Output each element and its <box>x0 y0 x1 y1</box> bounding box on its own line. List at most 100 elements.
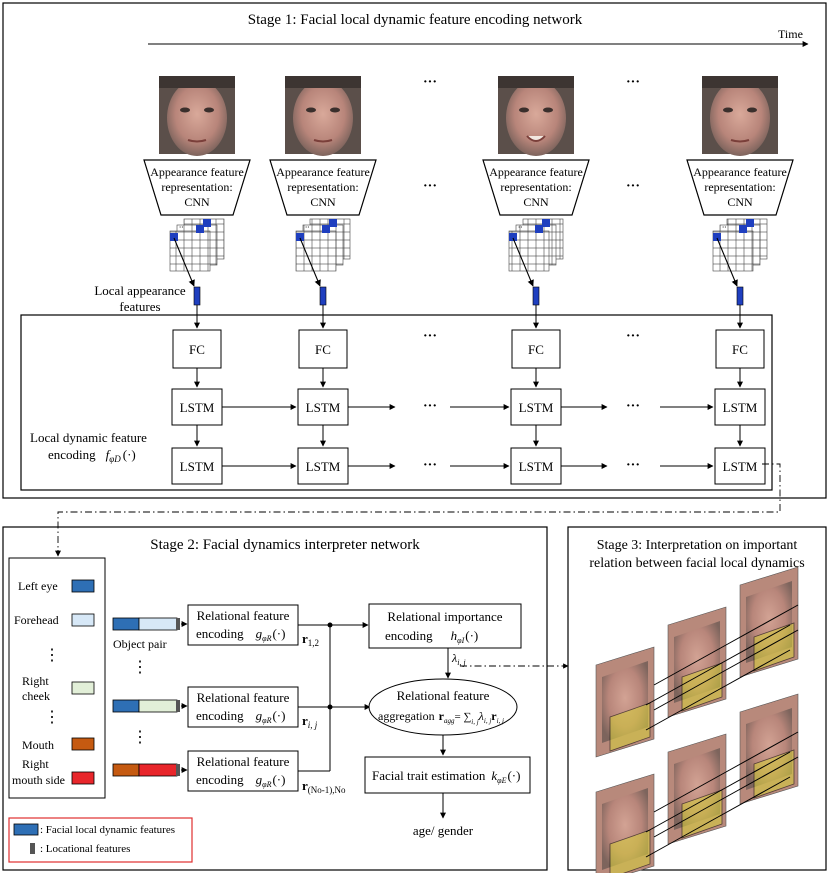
relation-line <box>653 669 727 711</box>
svg-text:Relational importance: Relational importance <box>387 609 502 624</box>
appearance-feature-vector <box>736 286 744 306</box>
region-mouth: Mouth <box>22 738 54 752</box>
region-right-cheek-2: cheek <box>22 689 50 703</box>
local-appearance-label-2: features <box>119 299 160 314</box>
legend-dynamic-label: : Facial local dynamic features <box>40 824 175 836</box>
face-image <box>285 76 361 156</box>
relation-line <box>653 771 727 813</box>
fc-box <box>298 329 348 369</box>
map-to-vector-arrow <box>716 237 738 287</box>
legend-frame <box>8 817 193 863</box>
relation-line <box>725 756 799 798</box>
stage1-column-2: Appearance featurerepresentation:CNN∙∙FC… <box>269 76 377 485</box>
fc-label: FC <box>732 342 748 357</box>
svg-text:Relational feature: Relational feature <box>397 688 490 703</box>
region-left-eye-feature <box>71 579 95 593</box>
feature-maps: ∙∙ <box>712 218 768 272</box>
local-appearance-label-1: Local appearance <box>94 283 186 298</box>
svg-text:Relational feature: Relational feature <box>197 754 290 769</box>
lstm-box-1 <box>171 388 223 426</box>
region-right-cheek-1: Right <box>22 674 49 688</box>
face-tile <box>739 693 799 805</box>
feature-maps: ∙∙ <box>169 218 225 272</box>
cnn-label: Appearance feature <box>150 165 244 179</box>
fc-label: FC <box>189 342 205 357</box>
svg-text:∙∙: ∙∙ <box>722 222 727 232</box>
local-dynamic-label-1: Local dynamic feature <box>30 430 147 445</box>
cnn-trapezoid <box>143 159 251 216</box>
svg-text:∙∙: ∙∙ <box>518 222 523 232</box>
rN-label: r(No-1),No <box>302 778 346 795</box>
fc-box <box>715 329 765 369</box>
face-tile <box>595 773 655 878</box>
relation-line <box>717 649 791 691</box>
lstm-box-1 <box>714 388 766 426</box>
relation-line <box>725 604 799 646</box>
region-forehead: Forehead <box>14 613 59 627</box>
cnn-label: Appearance feature <box>489 165 583 179</box>
cnn-label: CNN <box>184 195 210 209</box>
relation-line <box>717 624 791 666</box>
object-pair-3 <box>112 763 180 777</box>
lstm-label: LSTM <box>519 400 554 415</box>
map-to-vector-arrow <box>512 237 534 287</box>
stage1-column-3: Appearance featurerepresentation:CNN∙∙FC… <box>482 76 590 485</box>
cnn-trapezoid <box>686 159 794 216</box>
appearance-feature-vector <box>193 286 201 306</box>
appearance-feature-vector <box>532 286 540 306</box>
stage1-ellipsis: ··· <box>626 75 640 90</box>
face-tile <box>739 566 799 678</box>
stage1-ellipsis: ··· <box>423 458 437 473</box>
object-pair-label: Object pair <box>113 637 167 651</box>
region-left-eye: Left eye <box>18 579 58 593</box>
stage3-frame <box>567 526 827 871</box>
object-pair-1 <box>112 617 180 631</box>
pair-vdots-1: ⋮ <box>132 659 148 676</box>
map-to-vector-arrow <box>173 237 195 287</box>
cnn-label: representation: <box>161 180 232 194</box>
cnn-trapezoid <box>482 159 590 216</box>
fc-box <box>511 329 561 369</box>
stage1-ellipsis: ··· <box>423 399 437 414</box>
region-forehead-feature <box>71 613 95 627</box>
map-to-vector-arrow <box>299 237 321 287</box>
stage1-ellipsis: ··· <box>423 75 437 90</box>
relation-line <box>725 731 799 773</box>
regions-frame <box>8 557 106 799</box>
lambda-label: λi, j <box>451 651 466 667</box>
cnn-label: Appearance feature <box>693 165 787 179</box>
legend-dynamic-swatch <box>13 823 39 836</box>
stage1-ellipsis: ··· <box>626 399 640 414</box>
region-right-cheek-feature <box>71 681 95 695</box>
stage1-title: Stage 1: Facial local dynamic feature en… <box>248 12 583 28</box>
r12-label: r1,2 <box>302 631 319 648</box>
relation-line <box>653 796 727 838</box>
fc-label: FC <box>528 342 544 357</box>
legend-locational-swatch <box>30 843 35 854</box>
stage1-ellipsis: ··· <box>626 179 640 194</box>
svg-text:Relational feature: Relational feature <box>197 608 290 623</box>
cnn-label: Appearance feature <box>276 165 370 179</box>
output-label: age/ gender <box>413 823 474 838</box>
lstm-label: LSTM <box>519 459 554 474</box>
face-tile <box>667 606 727 718</box>
face-tile <box>595 646 655 758</box>
face-tile <box>667 733 727 845</box>
stage2-frame <box>2 526 548 871</box>
fc-box <box>172 329 222 369</box>
stage1-columns: Appearance featurerepresentation:CNN∙∙FC… <box>143 75 794 485</box>
stage3-visualization <box>595 566 799 878</box>
region-right-mouth-2: mouth side <box>12 773 65 787</box>
relation-line <box>645 689 719 731</box>
